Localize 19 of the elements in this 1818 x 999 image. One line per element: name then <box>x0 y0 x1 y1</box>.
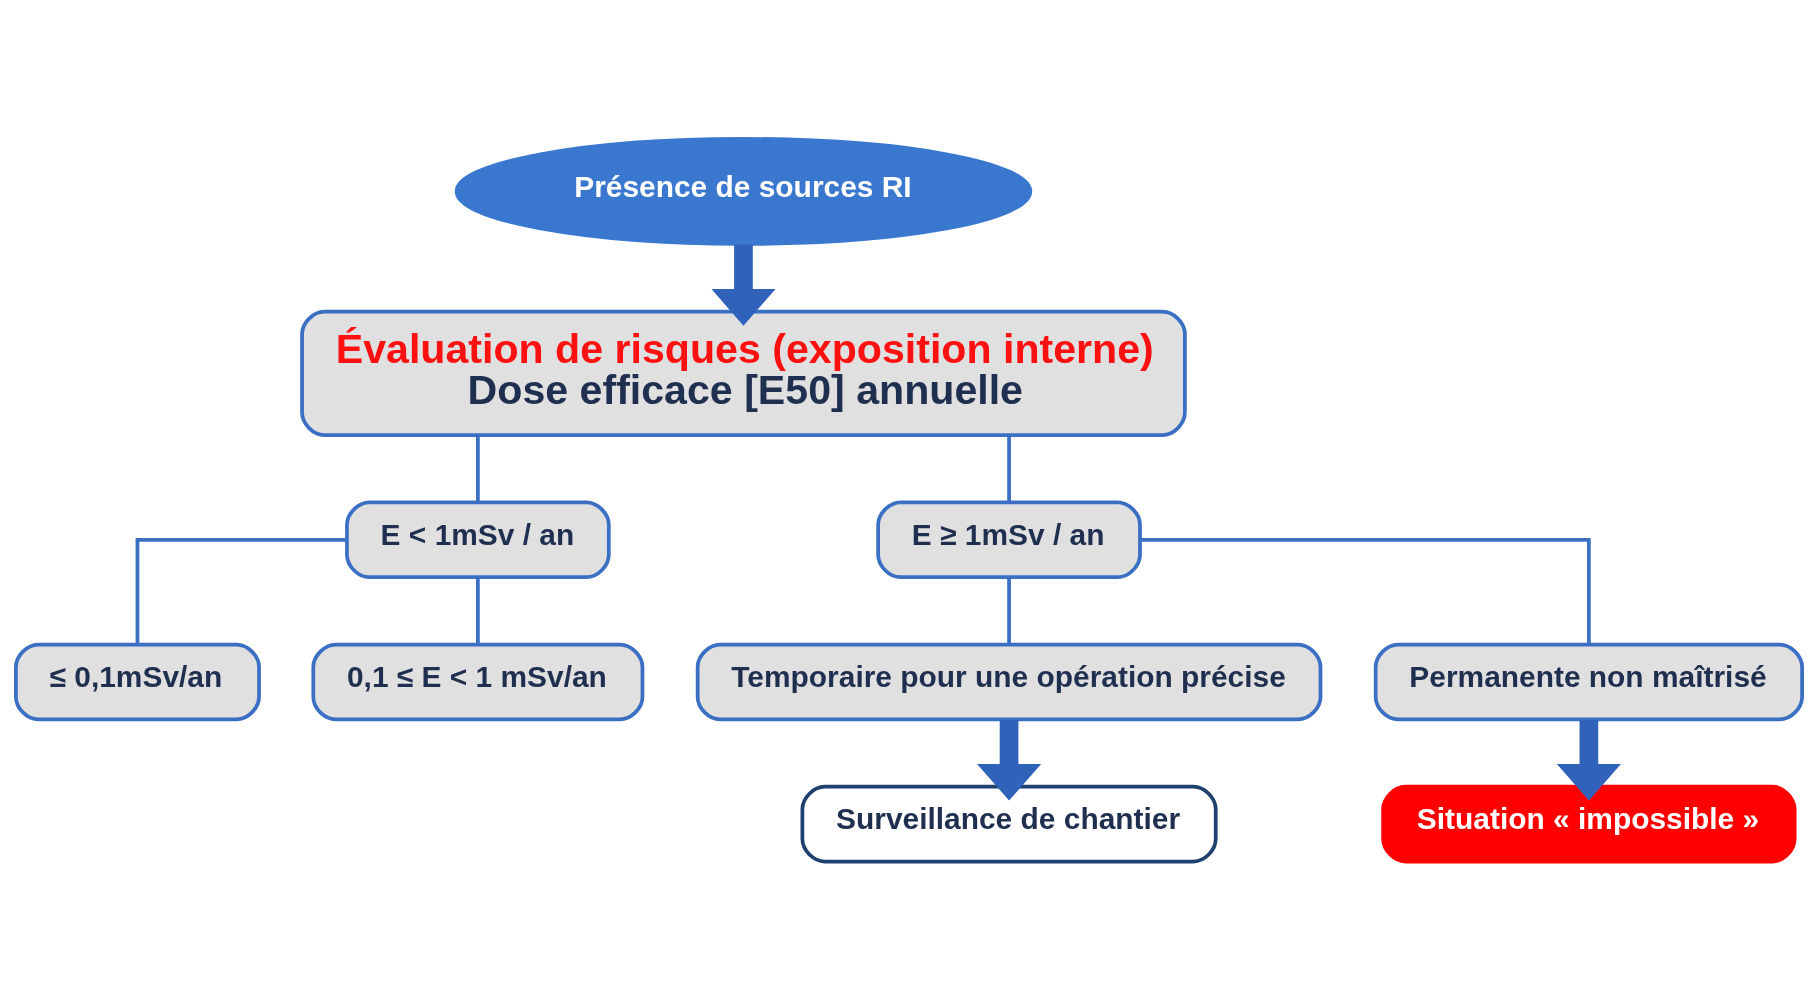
arrow <box>977 719 1042 801</box>
node-box: Évaluation de risques (exposition interne) Dose efficace [E50] annuelle <box>300 309 1187 437</box>
node-box: ≤ 0,1mSv/an <box>14 642 261 721</box>
node-box: Permanente non maîtrisé <box>1373 642 1804 721</box>
node-box: E ≥ 1mSv / an <box>876 500 1142 579</box>
node-box: 0,1 ≤ E < 1 mSv/an <box>311 642 645 721</box>
node-box: Situation « impossible » <box>1381 784 1797 863</box>
connector <box>1007 434 1011 502</box>
node-box: Surveillance de chantier <box>800 784 1218 863</box>
connector <box>476 434 480 502</box>
connector <box>1140 537 1591 644</box>
node-box: E < 1mSv / an <box>345 500 611 579</box>
connector <box>135 537 347 644</box>
connector <box>1007 577 1011 644</box>
arrow <box>711 244 776 326</box>
node-box: Temporaire pour une opération précise <box>695 642 1323 721</box>
connector <box>476 577 480 644</box>
arrow <box>1556 719 1621 801</box>
node-ellipse: Présence de sources RI <box>454 136 1033 246</box>
